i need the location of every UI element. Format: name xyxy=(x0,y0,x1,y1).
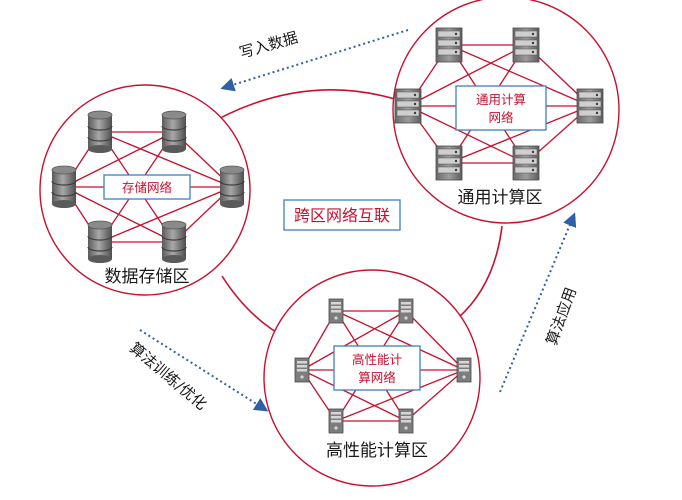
hpc-server-icon xyxy=(294,357,310,383)
general-network-label-line1: 通用计算 xyxy=(476,92,526,107)
algo-train-label: 算法训练/优化 xyxy=(126,339,210,414)
server-rack-icon xyxy=(576,88,604,124)
hpc-server-icon xyxy=(398,298,414,324)
hpc-network-label-line2: 算网络 xyxy=(358,370,396,385)
hpc-server-icon xyxy=(328,298,344,324)
algo-apply-arrow xyxy=(499,212,577,393)
storage-device-icon xyxy=(87,220,113,264)
storage-device-icon xyxy=(87,110,113,154)
storage-network-label: 存储网络 xyxy=(122,180,173,195)
storage-device-icon xyxy=(51,165,77,209)
write-data-label: 写入数据 xyxy=(237,28,300,62)
hpc-zone-title: 高性能计算区 xyxy=(326,441,428,461)
flow-algo-apply: 算法应用 xyxy=(499,212,580,393)
server-rack-icon xyxy=(394,88,422,124)
server-rack-icon xyxy=(512,145,540,181)
storage-zone-title: 数据存储区 xyxy=(105,267,190,287)
flow-write-data: 写入数据 xyxy=(220,28,409,92)
storage-zone: 存储网络 数据存储区 xyxy=(39,84,251,296)
server-rack-icon xyxy=(435,145,463,181)
storage-device-icon xyxy=(161,220,187,264)
hpc-network-label-line1: 高性能计 xyxy=(352,352,402,367)
server-rack-icon xyxy=(435,27,463,63)
hpc-zone: 高性能计 算网络 高性能计算区 xyxy=(263,269,481,487)
hpc-server-icon xyxy=(328,408,344,434)
interconnect-label-box xyxy=(283,199,401,231)
link-storage-general xyxy=(201,88,399,129)
interconnect-label: 跨区网络互联 xyxy=(294,206,390,225)
general-network-label-line2: 网络 xyxy=(488,110,514,125)
interconnect-label-group: 跨区网络互联 xyxy=(283,199,401,231)
general-compute-zone: 通用计算 网络 通用计算区 xyxy=(392,0,620,224)
hpc-server-icon xyxy=(456,357,472,383)
hpc-network-label-box xyxy=(333,345,421,391)
flow-algo-train: 算法训练/优化 xyxy=(126,329,269,414)
general-network-label-box xyxy=(455,85,547,131)
link-general-hpc xyxy=(457,225,503,319)
server-rack-icon xyxy=(512,27,540,63)
write-data-arrow xyxy=(220,29,409,92)
hpc-server-icon xyxy=(398,408,414,434)
general-compute-zone-title: 通用计算区 xyxy=(458,188,543,208)
algo-apply-label: 算法应用 xyxy=(543,285,580,348)
storage-network-label-box xyxy=(103,174,191,200)
storage-device-icon xyxy=(161,110,187,154)
storage-device-icon xyxy=(219,165,245,209)
